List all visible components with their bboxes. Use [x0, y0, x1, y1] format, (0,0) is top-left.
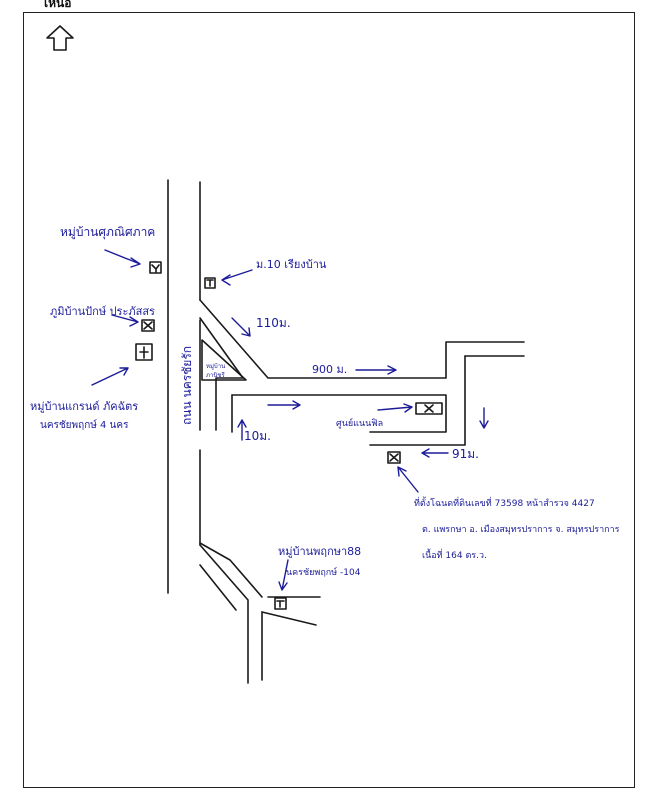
arrow-road-east [267, 400, 301, 410]
label-target-1: ที่ตั้งโฉนดที่ดินเลขที่ 73598 หน้าสำรวจ … [414, 496, 595, 509]
arrow-to-target [397, 466, 419, 493]
arrow-91 [421, 448, 449, 458]
lower-branch-road [199, 542, 321, 684]
building-right-marker [204, 277, 216, 289]
arrow-to-building-right [221, 269, 253, 286]
wat-marker [415, 402, 443, 415]
label-wat: ศูนย์แนนฟิล [336, 417, 383, 429]
village-left-marker [135, 343, 153, 361]
label-building-right: ม.10 เรียงบ้าน [256, 258, 327, 271]
label-village-left-2: นครชัยพฤกษ์ 4 นคร [40, 419, 129, 431]
target-plot-marker [387, 451, 401, 464]
label-target-3: เนื้อที่ 164 ตร.ว. [422, 548, 487, 561]
arrow-to-wat [377, 403, 413, 413]
village-bottom-marker [274, 597, 287, 610]
arrow-110 [231, 317, 251, 337]
arrow-to-village-left [91, 367, 129, 386]
label-target-2: ต. แพรกษา อ. เมืองสมุทรปราการ จ. สมุทรปร… [422, 524, 620, 535]
distance-91-label: 91ม. [452, 447, 479, 461]
arrow-to-village-bottom [278, 559, 289, 591]
distance-10-label: 10ม. [244, 429, 271, 443]
arrow-900 [355, 365, 397, 375]
north-arrow-icon [46, 25, 74, 51]
label-village-bottom-1: หมู่บ้านพฤกษา88 [278, 545, 361, 558]
label-shop-mid: ภูมิบ้านปักษ์ ประภัสสร [50, 305, 155, 318]
label-triangle-1: หมู่บ้าน [206, 363, 225, 370]
shop-top-marker [149, 261, 162, 274]
upper-branch-road [199, 299, 525, 446]
distance-110-label: 110ม. [256, 316, 291, 330]
arrow-down-right [479, 407, 489, 429]
triangle-village [201, 339, 247, 381]
shop-mid-marker [141, 319, 155, 332]
arrow-to-shop-top [104, 249, 141, 268]
north-label: เหนือ [44, 0, 72, 10]
label-village-bottom-2: นครชัยพฤกษ์ -104 [286, 566, 361, 578]
label-triangle-2: ภานิชรี [206, 371, 225, 379]
distance-900-label: 900 ม. [312, 363, 347, 376]
map-frame [23, 12, 635, 788]
label-village-left-1: หมู่บ้านแกรนด์ ภัคฉัตร [30, 400, 138, 413]
arrow-to-shop-mid [111, 314, 139, 327]
label-shop-top: หมู่บ้านศุภณิศภาค [60, 225, 155, 240]
road-name-label: ถนน นครชัยรัก [180, 346, 194, 425]
main-road [167, 179, 201, 594]
arrow-10 [237, 419, 247, 441]
